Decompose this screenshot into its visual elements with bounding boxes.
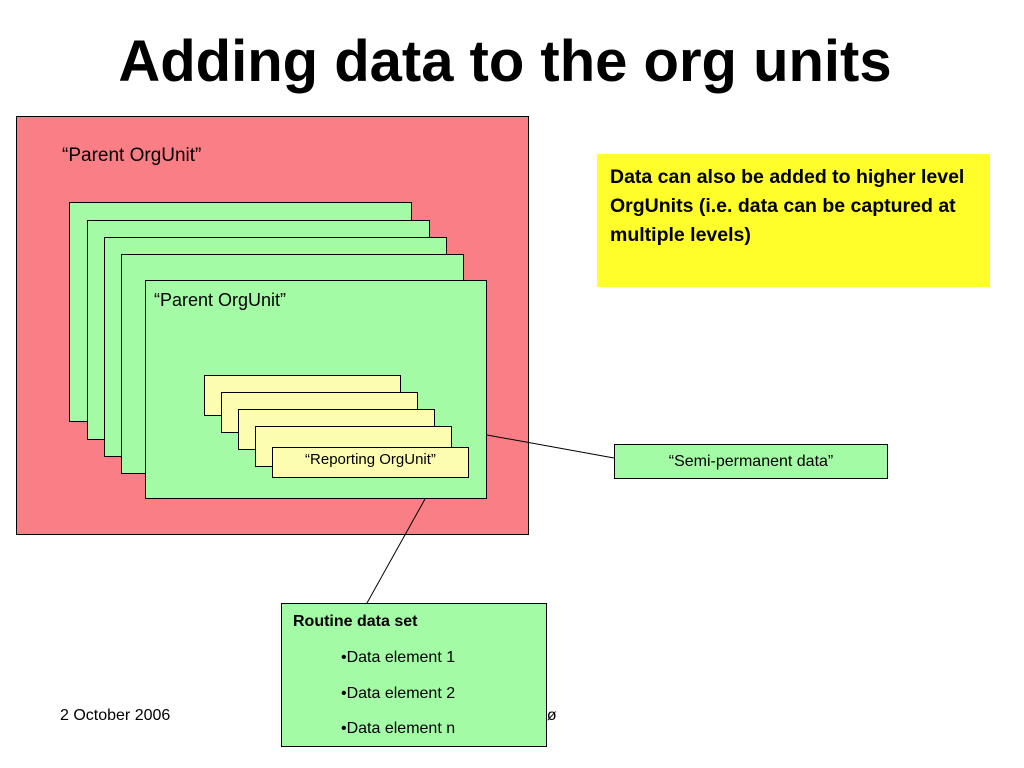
reporting-orgunit-box: “Reporting OrgUnit” xyxy=(272,447,469,478)
data-element-item: •Data element n xyxy=(341,720,456,737)
page-title: Adding data to the org units xyxy=(118,29,892,94)
parent-orgunit-label: “Parent OrgUnit” xyxy=(62,145,202,166)
routine-data-set-title: Routine data set xyxy=(293,613,418,630)
semi-permanent-data-box: “Semi-permanent data” xyxy=(614,444,888,479)
footer-date: 2 October 2006 xyxy=(60,707,171,724)
inner-parent-orgunit-label: “Parent OrgUnit” xyxy=(154,290,287,310)
note-box: Data can also be added to higher level O… xyxy=(597,154,990,287)
data-element-item: •Data element 2 xyxy=(341,685,456,702)
routine-data-set-box: Routine data set •Data element 1 •Data e… xyxy=(281,603,547,747)
data-element-item: •Data element 1 xyxy=(341,649,456,666)
